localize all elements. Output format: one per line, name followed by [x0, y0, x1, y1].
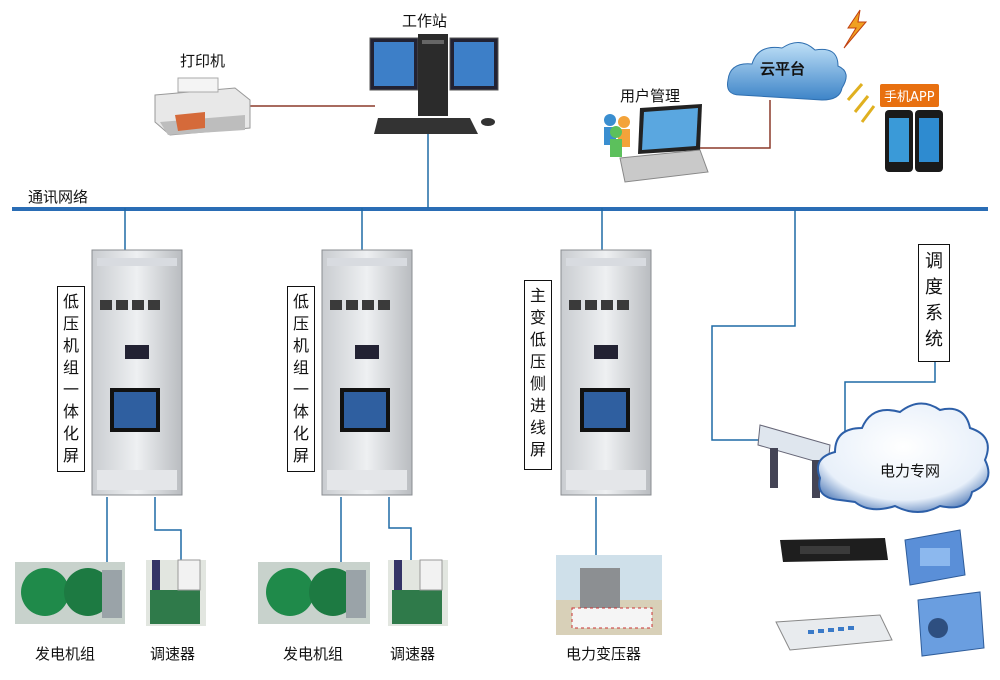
network-label: 通讯网络: [28, 188, 89, 206]
cabinet-2-label: 低压机组一体化屏: [287, 286, 315, 472]
top-links: [250, 100, 771, 149]
cabinet-1: [91, 249, 183, 496]
server-rack-icon: [780, 538, 888, 562]
power-net-label: 电力专网: [880, 462, 941, 480]
governor-2-label: 调速器: [390, 645, 436, 663]
blue-links: [106, 118, 936, 565]
cabinet-3-label: 主变低压侧进线屏: [524, 280, 552, 470]
transformer-label: 电力变压器: [566, 645, 642, 663]
cloud-label: 云平台: [760, 60, 806, 78]
transformer-icon: [556, 555, 662, 635]
workstation-label: 工作站: [402, 12, 448, 30]
governor-2-icon: [388, 559, 448, 626]
cabinet-1-label: 低压机组一体化屏: [57, 286, 85, 472]
governor-1-icon: [146, 559, 206, 626]
switch-icon: [775, 614, 893, 651]
cabinet-2: [321, 249, 413, 496]
generator-1-icon: [15, 562, 125, 624]
user-mgmt-label: 用户管理: [620, 87, 681, 105]
network-bus: [12, 207, 988, 211]
printer-label: 打印机: [180, 52, 226, 70]
power-net-cloud-icon: [816, 402, 990, 513]
storage-box-icon: [904, 529, 966, 586]
generator-2-label: 发电机组: [283, 645, 344, 663]
cloud-platform-icon: [727, 42, 847, 101]
laptop-icon: [604, 104, 709, 183]
router-icon: [917, 591, 985, 657]
signal-icon: [846, 83, 876, 123]
cabinet-3: [560, 249, 652, 496]
governor-1-label: 调速器: [150, 645, 196, 663]
lightning-icon: [843, 9, 868, 49]
workstation-icon: [369, 34, 499, 134]
printer-icon: [154, 77, 251, 136]
generator-2-icon: [258, 562, 370, 624]
dispatch-label: 调度系统: [918, 244, 950, 362]
app-label: 手机APP: [880, 84, 939, 107]
generator-1-label: 发电机组: [35, 645, 96, 663]
phone-icon: [885, 110, 943, 172]
